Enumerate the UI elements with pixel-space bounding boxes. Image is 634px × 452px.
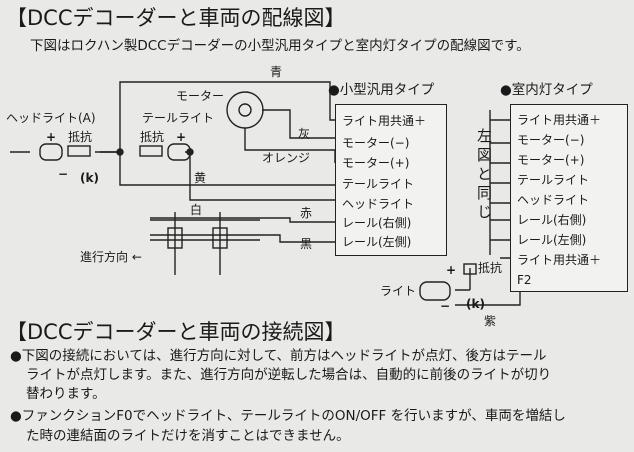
wire-label-red: 赤 <box>300 206 313 220</box>
wire-label-blue: 青 <box>270 65 283 79</box>
plus-mark: + <box>46 130 57 144</box>
plus-mark: + <box>446 263 457 277</box>
resistor-label-room: 抵抗 <box>478 261 503 275</box>
pin-label: ヘッドライト <box>517 193 590 207</box>
room-light-led <box>419 281 451 301</box>
pin-label: ライト用共通＋ <box>342 114 427 128</box>
resistor-b <box>139 145 163 157</box>
resistor-a <box>67 145 91 157</box>
wire-label-black: 黒 <box>300 237 313 251</box>
pin-label: F2 <box>517 273 532 287</box>
wiring-diagram <box>10 81 530 306</box>
cathode-label: (k) <box>80 171 99 185</box>
wiring-title: 【DCCデコーダーと車両の配線図】 <box>6 6 346 30</box>
wiring-intro: 下図はロクハン製DCCデコーダーの小型汎用タイプと室内灯タイプの配線図です。 <box>30 38 530 54</box>
pin-label: レール(右側) <box>342 216 412 230</box>
pin-label: テールライト <box>342 177 415 191</box>
bullet-text: た時の連結面のライトだけを消すことはできません。 <box>26 428 350 444</box>
wire-label-purple: 紫 <box>484 314 497 328</box>
wire-label-white: 白 <box>190 203 203 217</box>
pin-label: モーター(−) <box>342 136 410 150</box>
room-type-pin-box: ライト用共通＋ モーター(−) モーター(+) テールライト ヘッドライト レー… <box>510 104 628 292</box>
direction-label: 進行方向 ← <box>80 250 142 264</box>
wire-label-gray: 灰 <box>298 127 311 141</box>
small-type-pin-box: ライト用共通＋ モーター(−) モーター(+) テールライト ヘッドライト レー… <box>335 104 447 256</box>
taillight-label: テールライト <box>142 111 215 125</box>
wire-label-yellow: 黄 <box>194 171 207 185</box>
room-type-title: ●室内灯タイプ <box>500 82 593 98</box>
wire-label-orange: オレンジ <box>262 151 311 165</box>
bullet-text: 替わります。 <box>26 386 106 402</box>
pin-label: レール(左側) <box>517 233 587 247</box>
headlight-label: ヘッドライト(A) <box>6 111 96 125</box>
resistor-label-a: 抵抗 <box>68 130 93 144</box>
pin-label: ライト用共通＋ <box>517 253 602 267</box>
bullet-text: ライトが点灯します。また、進行方向が逆転した場合は、自動的に前後のライトが切り <box>26 367 552 383</box>
bullet-text: ●ファンクションF0でヘッドライト、テールライトのON/OFF を行いますが、車… <box>10 408 566 424</box>
cathode-label: (k) <box>466 297 485 311</box>
pin-label: テールライト <box>517 173 590 187</box>
pin-label: モーター(+) <box>342 156 410 170</box>
pin-label: ヘッドライト <box>342 197 415 211</box>
pin-label: レール(右側) <box>517 213 587 227</box>
motor-label: モーター <box>176 89 225 103</box>
pin-label: モーター(−) <box>517 133 585 147</box>
motor-symbol <box>226 91 264 129</box>
headlight-led <box>39 143 63 161</box>
connection-title: 【DCCデコーダーと車両の接続図】 <box>6 320 346 344</box>
small-type-title: ●小型汎用タイプ <box>328 82 435 98</box>
pin-label: モーター(+) <box>517 153 585 167</box>
minus-mark: − <box>440 299 451 313</box>
pin-label: ライト用共通＋ <box>517 113 602 127</box>
plus-mark: + <box>176 130 187 144</box>
bullet-text: ●下図の接続においては、進行方向に対して、前方はヘッドライトが点灯、後方はテール <box>10 348 547 364</box>
minus-mark: − <box>58 167 69 181</box>
pin-label: レール(左側) <box>342 235 412 249</box>
resistor-label-b: 抵抗 <box>140 130 165 144</box>
same-as-left-note: 左図と同じ <box>475 128 493 223</box>
room-light-label: ライト <box>380 284 417 298</box>
